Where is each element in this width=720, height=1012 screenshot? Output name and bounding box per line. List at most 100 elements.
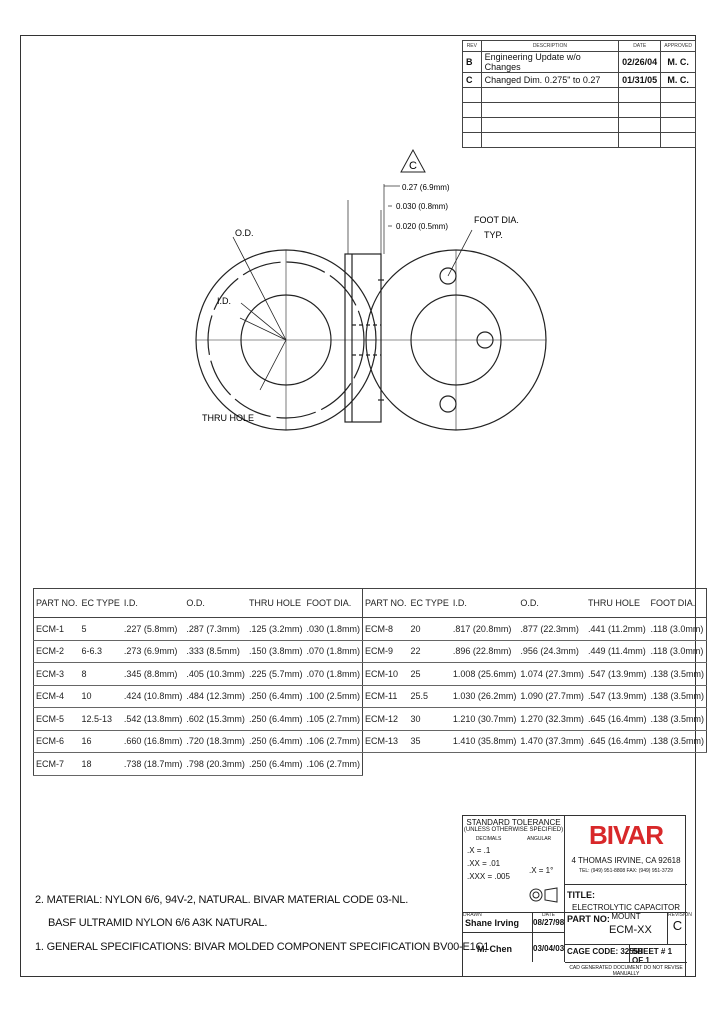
table-cell: ECM-4	[33, 685, 80, 708]
drawn-by: Shane Irving	[465, 918, 520, 928]
table-cell: .449 (11.4mm)	[585, 640, 649, 663]
table-cell: .660 (16.8mm)	[121, 730, 185, 753]
table-cell: .150 (3.8mm)	[246, 640, 305, 663]
checked-by: M. Chen	[477, 944, 512, 954]
table-header-row: PART NO. EC TYPE I.D. O.D. THRU HOLE FOO…	[33, 588, 363, 618]
table-cell: ECM-13	[362, 730, 409, 753]
technical-drawing: C 0.27 (6.9mm) 0.030 (0.8mm) 0.020 (0.5m…	[195, 148, 547, 431]
title-cell: TITLE: ELECTROLYTIC CAPACITOR MOUNT	[565, 884, 687, 921]
table-cell: 1.008 (25.6mm)	[450, 662, 519, 686]
table-cell: 1.410 (35.8mm)	[450, 730, 519, 753]
footer-note: CAD GENERATED DOCUMENT DO NOT REVISE MAN…	[565, 962, 687, 977]
table-cell: .106 (2.7mm)	[304, 730, 363, 753]
label-typ: TYP.	[484, 230, 503, 240]
title-block: STANDARD TOLERANCE (UNLESS OTHERWISE SPE…	[462, 815, 692, 977]
table-cell: .030 (1.8mm)	[304, 617, 363, 641]
company-logo: BIVAR	[589, 820, 664, 850]
revision-value: C	[672, 918, 683, 933]
table-cell: .225 (5.7mm)	[246, 662, 305, 686]
table-cell: ECM-1	[33, 617, 80, 641]
table-cell: ECM-8	[362, 617, 409, 641]
table-cell: 30	[408, 707, 451, 731]
table-cell: 1.074 (27.3mm)	[518, 662, 586, 686]
table-cell: ECM-11	[362, 685, 409, 708]
side-view	[344, 184, 385, 423]
dim-030: 0.030 (0.8mm)	[396, 202, 448, 211]
table-cell: .424 (10.8mm)	[121, 685, 185, 708]
table-cell: .896 (22.8mm)	[450, 640, 519, 663]
table-cell: .227 (5.8mm)	[121, 617, 185, 641]
table-cell: 1.270 (32.3mm)	[518, 707, 586, 731]
table-cell: ECM-9	[362, 640, 409, 663]
table-cell: .250 (6.4mm)	[246, 685, 305, 708]
table-cell: 35	[408, 730, 451, 753]
table-cell: .547 (13.9mm)	[585, 662, 649, 686]
sheet-number: SHEET # 1 OF 1	[629, 944, 687, 965]
table-cell: 16	[79, 730, 122, 753]
revision-triangle	[400, 148, 426, 173]
table-header-row: PART NO. EC TYPE I.D. O.D. THRU HOLE FOO…	[362, 588, 707, 618]
table-cell: .798 (20.3mm)	[184, 752, 247, 776]
table-cell: 22	[408, 640, 451, 663]
drawing-border	[20, 35, 696, 977]
table-cell: 1.470 (37.3mm)	[518, 730, 586, 753]
table-cell: 8	[79, 662, 122, 686]
table-cell: .125 (3.2mm)	[246, 617, 305, 641]
table-cell: .105 (2.7mm)	[304, 707, 363, 731]
table-cell: .645 (16.4mm)	[585, 730, 649, 753]
description-header: DESCRIPTION	[480, 40, 620, 52]
table-cell: 10	[79, 685, 122, 708]
drawn-date: 08/27/98	[533, 918, 565, 927]
table-cell: .118 (3.0mm)	[648, 617, 707, 641]
date-header: DATE	[618, 40, 662, 52]
parts-table-left: PART NO. EC TYPE I.D. O.D. THRU HOLE FOO…	[33, 588, 363, 776]
table-cell: 20	[408, 617, 451, 641]
table-cell: .250 (6.4mm)	[246, 752, 305, 776]
table-cell: ECM-5	[33, 707, 80, 731]
table-cell: .405 (10.3mm)	[184, 662, 247, 686]
table-cell: .070 (1.8mm)	[304, 640, 363, 663]
table-cell: .484 (12.3mm)	[184, 685, 247, 708]
table-cell: 25.5	[408, 685, 451, 708]
table-cell: ECM-12	[362, 707, 409, 731]
label-od: O.D.	[235, 228, 254, 238]
table-cell: .877 (22.3mm)	[518, 617, 586, 641]
label-id: I.D.	[217, 296, 231, 306]
table-cell: .138 (3.5mm)	[648, 685, 707, 708]
bottom-view	[365, 229, 547, 431]
table-cell: .138 (3.5mm)	[648, 730, 707, 753]
tolerance-block: STANDARD TOLERANCE (UNLESS OTHERWISE SPE…	[463, 816, 565, 912]
table-cell: .720 (18.3mm)	[184, 730, 247, 753]
table-cell: .542 (13.8mm)	[121, 707, 185, 731]
table-cell: 6-6.3	[79, 640, 122, 663]
table-cell: .287 (7.3mm)	[184, 617, 247, 641]
table-cell: 1.210 (30.7mm)	[450, 707, 519, 731]
note-2-line-1: 2. MATERIAL: NYLON 6/6, 94V-2, NATURAL. …	[35, 894, 409, 906]
table-cell: .118 (3.0mm)	[648, 640, 707, 663]
table-cell: ECM-2	[33, 640, 80, 663]
table-cell: 1.090 (27.7mm)	[518, 685, 586, 708]
table-cell: .602 (15.3mm)	[184, 707, 247, 731]
table-cell: .106 (2.7mm)	[304, 752, 363, 776]
table-cell: .250 (6.4mm)	[246, 730, 305, 753]
table-cell: .956 (24.3mm)	[518, 640, 586, 663]
table-cell: .138 (3.5mm)	[648, 662, 707, 686]
table-cell: .441 (11.2mm)	[585, 617, 649, 641]
table-cell: ECM-7	[33, 752, 80, 776]
table-cell: .645 (16.4mm)	[585, 707, 649, 731]
table-cell: .100 (2.5mm)	[304, 685, 363, 708]
table-cell: 25	[408, 662, 451, 686]
dim-020: 0.020 (0.5mm)	[396, 222, 448, 231]
dim-027: 0.27 (6.9mm)	[402, 183, 450, 192]
rev-header: REV	[462, 40, 482, 52]
table-cell: 12.5-13	[79, 707, 122, 731]
revision-row: C Changed Dim. 0.275" to 0.27 01/31/05 M…	[462, 72, 696, 88]
revision-row: B Engineering Update w/o Changes 02/26/0…	[462, 51, 696, 73]
